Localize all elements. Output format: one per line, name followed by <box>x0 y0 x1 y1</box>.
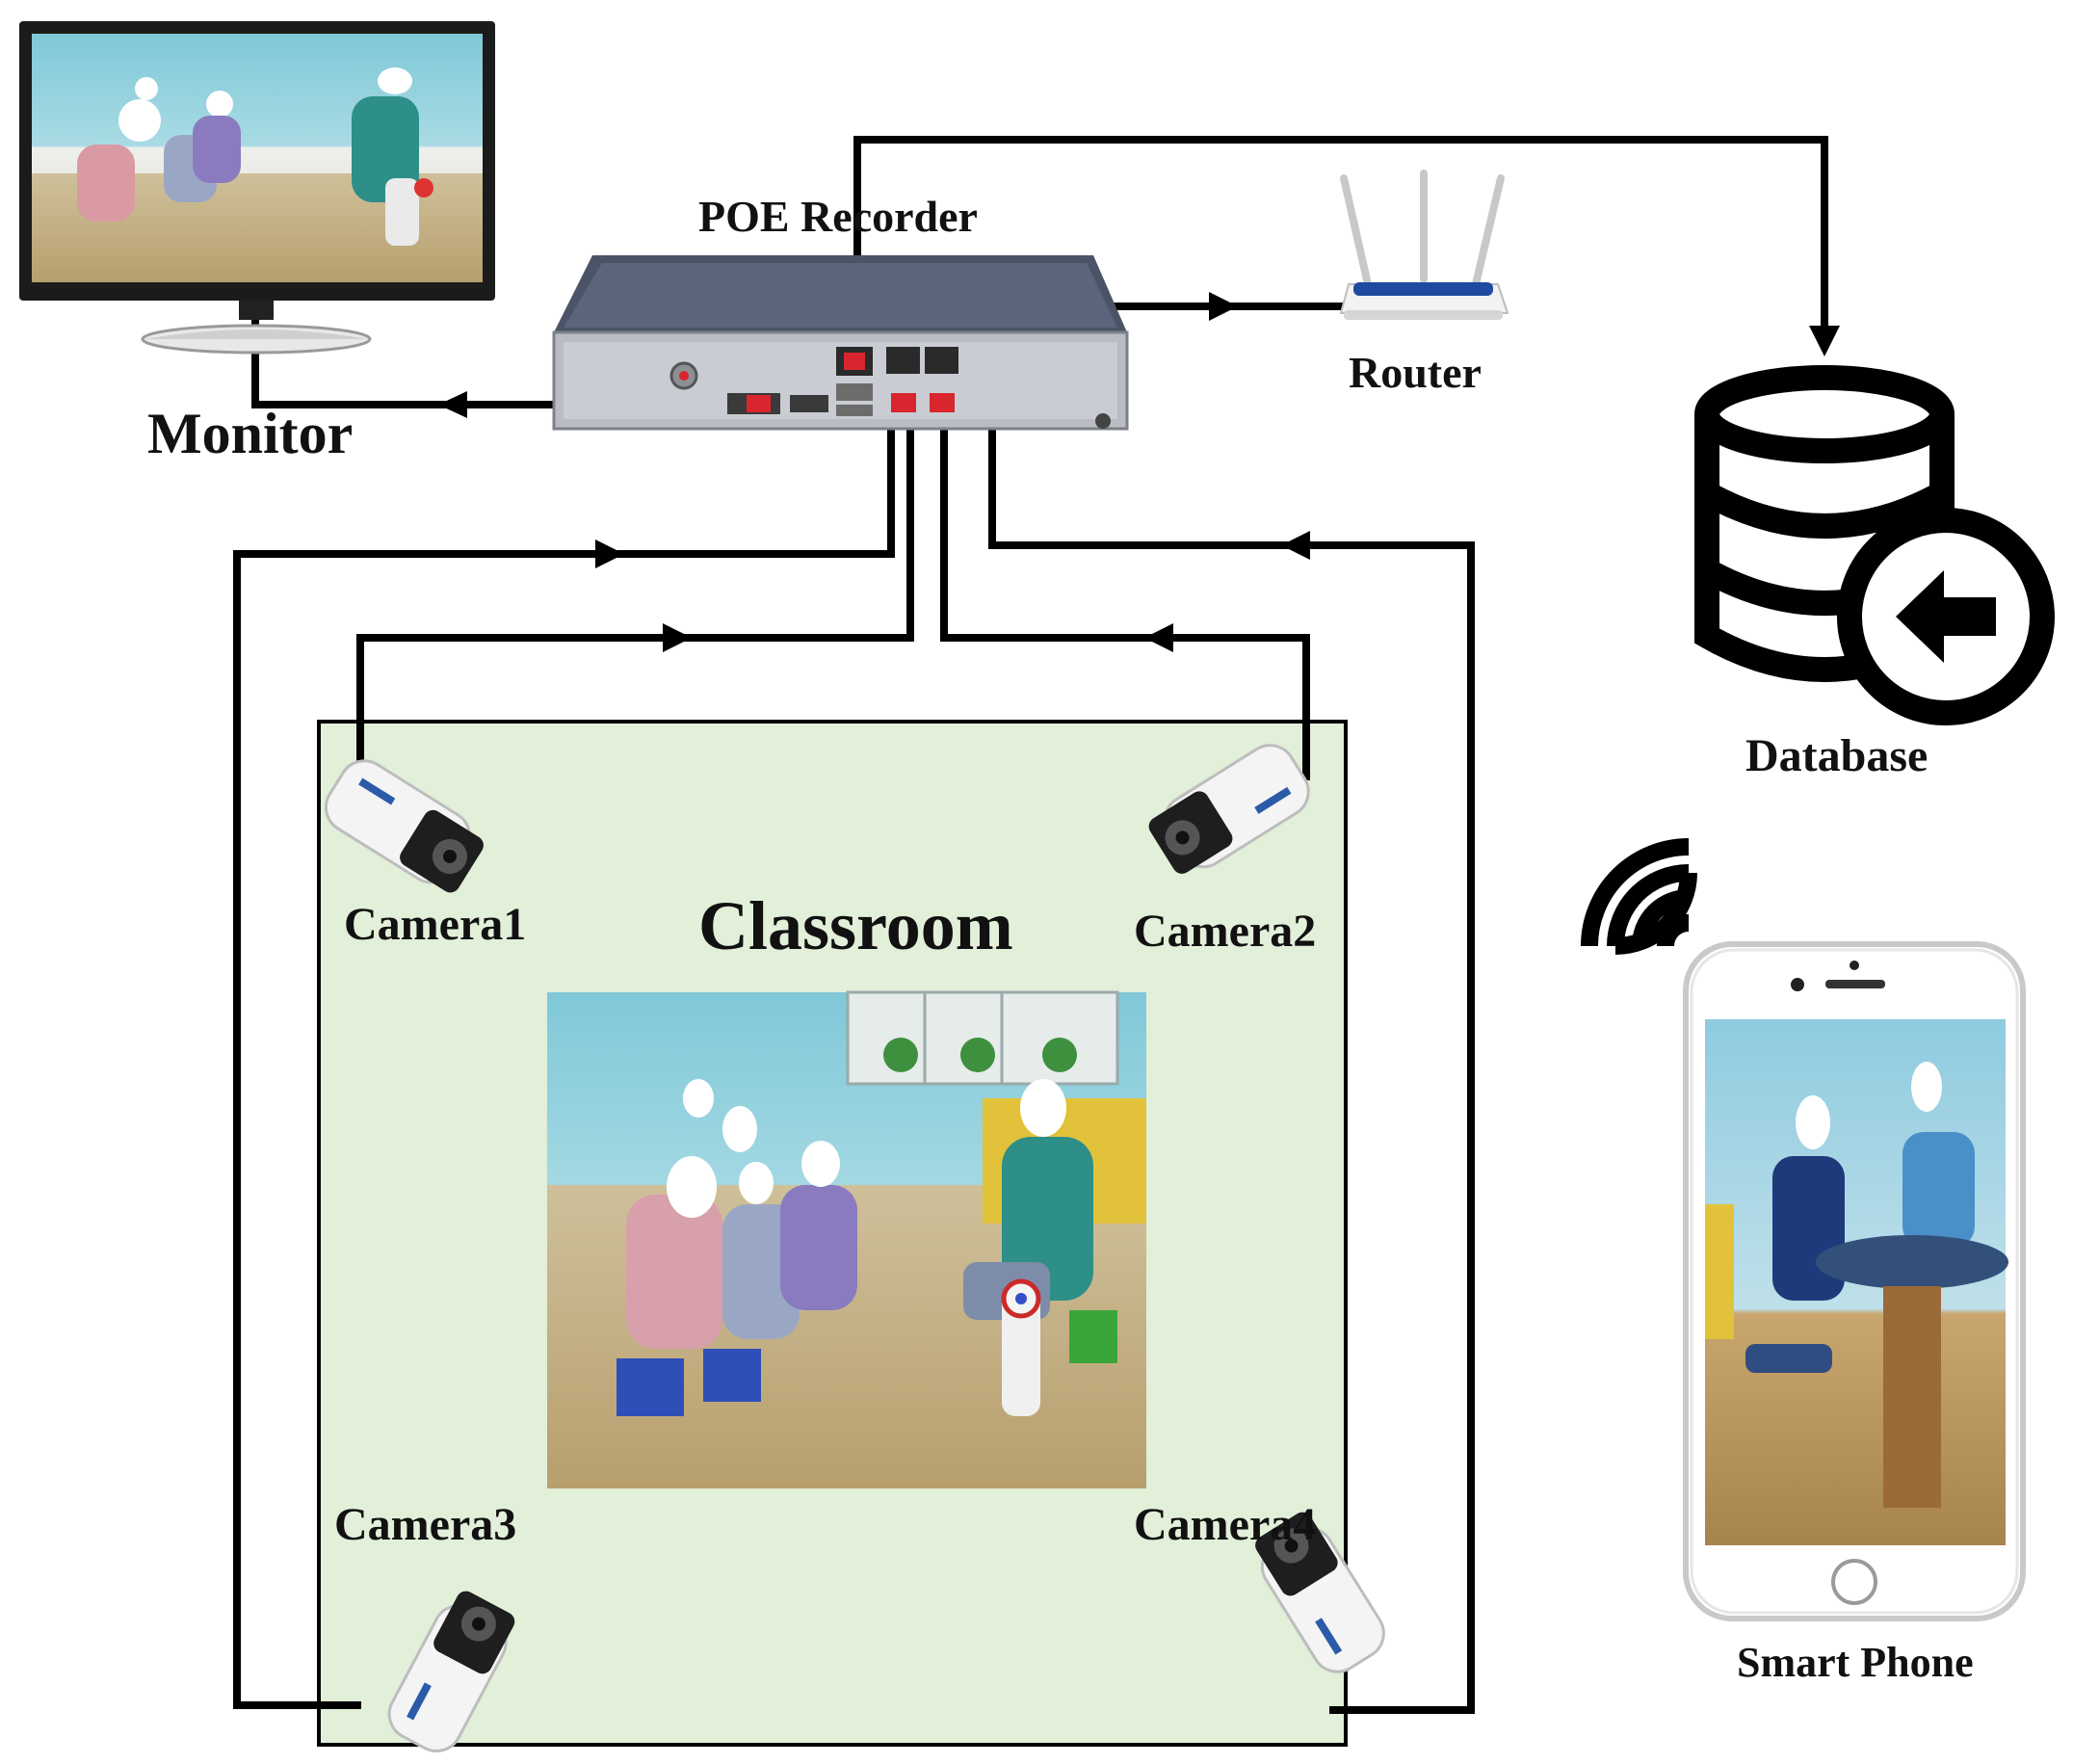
wire-arrow-router <box>1209 292 1238 321</box>
wire-arrow-camera4 <box>1281 531 1310 560</box>
recorder-label: POE Recorder <box>698 192 978 241</box>
classroom-photo <box>547 990 1146 1488</box>
smartphone-icon <box>1683 941 2026 1621</box>
phone-label: Smart Phone <box>1737 1639 1974 1686</box>
monitor-icon <box>19 21 495 355</box>
recorder-ports <box>669 347 1111 429</box>
monitor-scene-people <box>77 67 433 246</box>
monitor-label: Monitor <box>147 402 353 465</box>
wire-recorder-database <box>853 136 1828 361</box>
classroom-label: Classroom <box>698 887 1013 964</box>
wifi-router-icon <box>1339 170 1509 320</box>
router-label: Router <box>1349 348 1482 397</box>
wire-camera1 <box>356 405 914 761</box>
database-label: Database <box>1745 730 1928 781</box>
database-import-icon <box>1694 365 2055 725</box>
wire-arrow-camera2 <box>1144 623 1173 652</box>
camera1-label: Camera1 <box>344 899 526 950</box>
wire-camera2 <box>940 405 1310 780</box>
wire-arrow-camera1 <box>663 623 692 652</box>
wire-arrow-camera3 <box>595 540 624 568</box>
camera2-icon <box>1148 744 1310 874</box>
nvr-recorder-icon <box>552 255 1129 431</box>
camera3-icon <box>387 1591 515 1752</box>
camera1-icon <box>324 759 484 893</box>
camera3-label: Camera3 <box>334 1499 516 1550</box>
camera2-label: Camera2 <box>1134 906 1316 957</box>
camera4-label: Camera4 <box>1134 1499 1316 1550</box>
wire-camera3 <box>233 400 895 1709</box>
camera4-icon <box>1255 1512 1385 1673</box>
wire-arrow-monitor <box>438 391 467 418</box>
wire-arrow-database <box>1809 326 1840 356</box>
wifi-signal-icon <box>1581 838 1697 955</box>
wire-camera4 <box>988 376 1475 1714</box>
